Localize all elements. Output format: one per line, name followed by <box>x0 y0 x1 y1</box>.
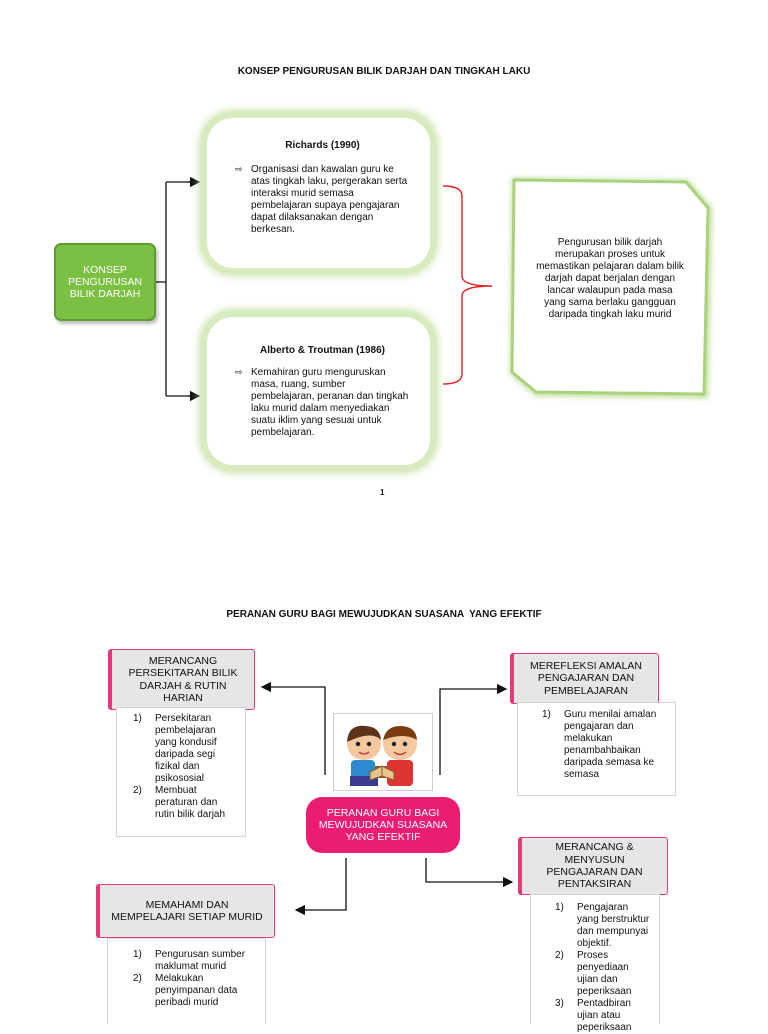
alberto-heading: Alberto & Troutman (1986) <box>259 345 386 356</box>
richards-heading: Richards (1990) <box>285 140 360 151</box>
arrow-bullet-icon: ⇨ <box>235 164 243 174</box>
konsep-box: KONSEP PENGURUSAN BILIK DARJAH <box>54 243 156 321</box>
heading-text: MERANCANG PERSEKITARAN BILIK DARJAH & RU… <box>128 654 238 704</box>
list-merancang-persekitaran: 1)Persekitaran pembelajaran yang kondusi… <box>116 707 246 837</box>
page-number: 1 <box>380 488 385 497</box>
heading-text: MEMAHAMI DAN MEMPELAJARI SETIAP MURID <box>111 898 263 923</box>
heading-merefleksi: MEREFLEKSI AMALAN PENGAJARAN DAN PEMBELA… <box>510 653 659 704</box>
arrow-to-persekitaran <box>260 681 326 775</box>
list-item: 1)Pengurusan sumber maklumat murid <box>133 949 246 972</box>
richards-text: Organisasi dan kawalan guru ke atas ting… <box>251 164 408 235</box>
arrow-to-pengajaran <box>425 858 514 888</box>
page2-connectors <box>260 681 514 916</box>
list-item: 2)Melakukan penyimpanan data peribadi mu… <box>133 973 238 1008</box>
alberto-box: Alberto & Troutman (1986) ⇨ Kemahiran gu… <box>207 317 430 465</box>
alberto-text: Kemahiran guru menguruskan masa, ruang, … <box>251 367 409 438</box>
list-merefleksi: 1)Guru menilai amalan pengajaran dan mel… <box>517 702 676 796</box>
list-item: 2)Membuat peraturan dan rutin bilik darj… <box>133 785 226 820</box>
arrow-bullet-icon: ⇨ <box>235 367 243 377</box>
heading-text: MEREFLEKSI AMALAN PENGAJARAN DAN PEMBELA… <box>529 659 643 697</box>
summary-text: Pengurusan bilik darjah merupakan proses… <box>536 237 684 320</box>
heading-text: MERANCANG & MENYUSUN PENGAJARAN DAN PENT… <box>546 841 643 891</box>
red-brace <box>442 185 493 385</box>
arrow-to-memahami <box>294 858 347 916</box>
list-memahami: 1)Pengurusan sumber maklumat murid 2)Mel… <box>107 938 266 1024</box>
heading-merancang-pengajaran: MERANCANG & MENYUSUN PENGAJARAN DAN PENT… <box>518 837 668 895</box>
heading-merancang-persekitaran: MERANCANG PERSEKITARAN BILIK DARJAH & RU… <box>108 649 255 710</box>
list-merancang-pengajaran: 1)Pengajaran yang berstruktur dan mempun… <box>530 894 660 1033</box>
center-label: PERANAN GURU BAGI MEWUJUDKAN SUASANA YAN… <box>318 806 448 844</box>
page1-connectors <box>156 176 493 402</box>
connector-lines <box>156 181 196 397</box>
list-item: 1)Guru menilai amalan pengajaran dan mel… <box>542 709 657 780</box>
richards-box: Richards (1990) ⇨ Organisasi dan kawalan… <box>207 118 430 268</box>
list-item: 2)Proses penyediaan ujian dan peperiksaa… <box>555 950 632 997</box>
list-item: 1)Persekitaran pembelajaran yang kondusi… <box>133 713 217 784</box>
page1-title: KONSEP PENGURUSAN BILIK DARJAH DAN TINGK… <box>237 66 531 77</box>
konsep-label: KONSEP PENGURUSAN BILIK DARJAH <box>67 263 143 301</box>
heading-memahami: MEMAHAMI DAN MEMPELAJARI SETIAP MURID <box>96 884 275 938</box>
list-item: 3)Pentadbiran ujian atau peperiksaan <box>555 998 632 1033</box>
list-item: 1)Pengajaran yang berstruktur dan mempun… <box>555 902 650 949</box>
summary-outline <box>510 178 710 396</box>
center-peranan-pill: PERANAN GURU BAGI MEWUJUDKAN SUASANA YAN… <box>306 797 460 853</box>
page2-title: PERANAN GURU BAGI MEWUJUDKAN SUASANA YAN… <box>226 609 542 620</box>
summary-shape <box>510 178 712 398</box>
children-reading-icon <box>333 713 433 791</box>
arrow-to-merefleksi <box>439 683 508 775</box>
